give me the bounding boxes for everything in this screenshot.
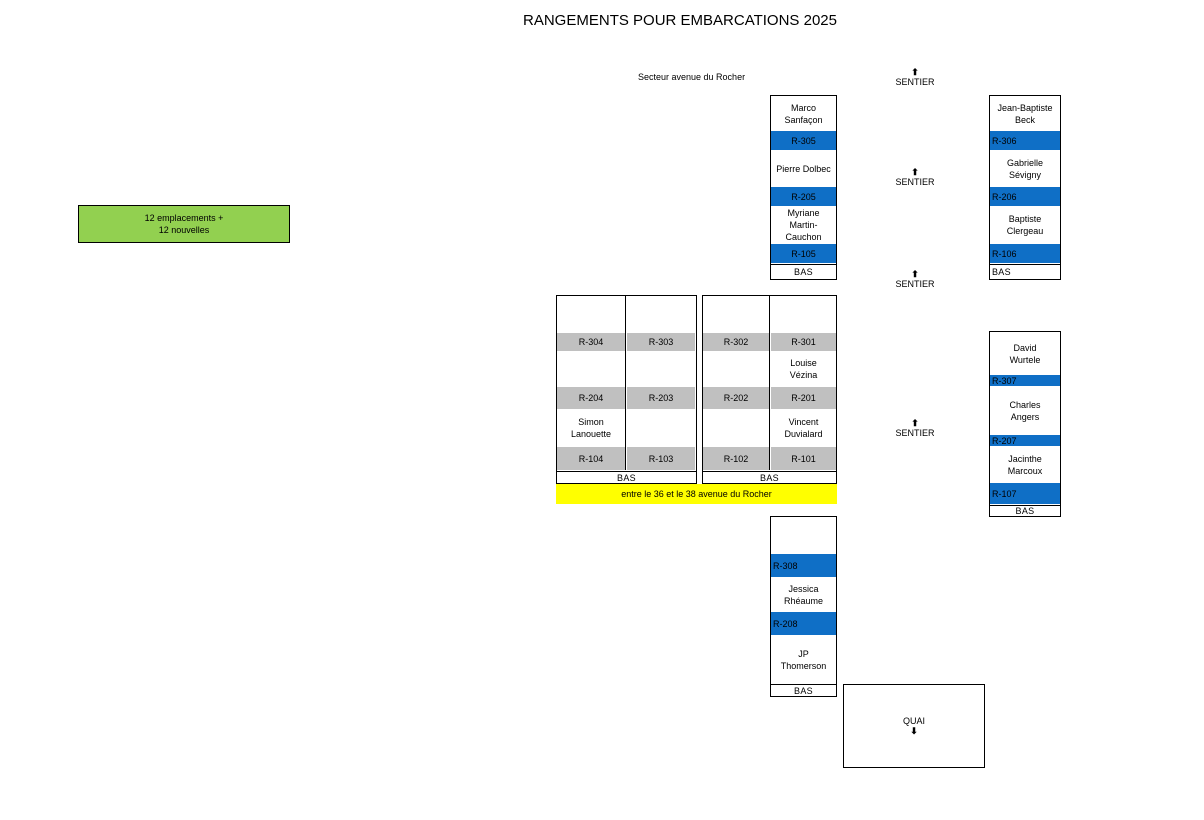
slot-name: JP Thomerson [780, 648, 827, 671]
slot-code: R-302 [703, 333, 769, 351]
bas-label: BAS [990, 505, 1060, 516]
down-arrow-icon: ⬇ [910, 726, 918, 736]
slot-code: R-304 [557, 333, 625, 351]
quai-box: QUAI ⬇ [843, 684, 985, 768]
bas-label: BAS [703, 471, 836, 483]
slot-name: David Wurtele [1009, 342, 1041, 365]
sentier-marker: ⬆ SENTIER [885, 269, 945, 289]
rack-bottom [770, 516, 837, 697]
slot-name: Simon Lanouette [570, 417, 612, 439]
sentier-marker: ⬆ SENTIER [885, 167, 945, 187]
bas-label: BAS [771, 264, 836, 278]
slot-code: R-208 [771, 612, 836, 635]
bas-label: BAS [771, 684, 836, 696]
slot-code: R-305 [771, 131, 836, 150]
slot-code: R-308 [771, 554, 836, 577]
sentier-label: SENTIER [895, 279, 935, 289]
slot-code: R-107 [990, 483, 1060, 504]
sentier-label: SENTIER [895, 177, 935, 187]
sentier-label: SENTIER [895, 428, 935, 438]
slot-code: R-301 [771, 333, 836, 351]
slot-name: Vincent Duvialard [784, 417, 823, 439]
slot-name: Louise Vézina [789, 358, 818, 380]
slot-code: R-106 [990, 244, 1060, 263]
slot-code: R-207 [990, 435, 1060, 446]
slot-code: R-102 [703, 447, 769, 470]
quai-label: QUAI [902, 716, 925, 726]
up-arrow-icon: ⬆ [911, 167, 919, 177]
slot-name: Marco Sanfaçon [784, 102, 823, 125]
up-arrow-icon: ⬆ [911, 67, 919, 77]
sentier-marker: ⬆ SENTIER [885, 418, 945, 438]
sector-label: Secteur avenue du Rocher [638, 72, 746, 82]
slot-code: R-205 [771, 187, 836, 206]
slot-code: R-307 [990, 375, 1060, 386]
slot-name: Pierre Dolbec [776, 163, 831, 174]
page-title: RANGEMENTS POUR EMBARCATIONS 2025 [523, 12, 837, 29]
green-note: 12 emplacements + 12 nouvelles [78, 205, 290, 243]
bas-label: BAS [990, 264, 1060, 278]
sentier-marker: ⬆ SENTIER [885, 67, 945, 87]
up-arrow-icon: ⬆ [911, 269, 919, 279]
slot-code: R-303 [627, 333, 695, 351]
slot-name: Gabrielle Sévigny [1006, 157, 1044, 180]
slot-name: Myriane Martin-Cauchon [785, 208, 822, 242]
bas-label: BAS [557, 471, 696, 483]
sentier-label: SENTIER [895, 77, 935, 87]
slot-code: R-204 [557, 387, 625, 409]
slot-code: R-105 [771, 244, 836, 263]
slot-code: R-103 [627, 447, 695, 470]
green-note-line2: 12 nouvelles [158, 225, 210, 235]
slot-code: R-203 [627, 387, 695, 409]
slot-code: R-101 [771, 447, 836, 470]
slot-code: R-202 [703, 387, 769, 409]
slot-name: Charles Angers [1009, 399, 1041, 422]
slot-name: Jean-Baptiste Beck [997, 102, 1053, 125]
slot-code: R-306 [990, 131, 1060, 150]
slot-code: R-206 [990, 187, 1060, 206]
slot-name: Jessica Rhéaume [783, 583, 824, 606]
slot-name [771, 518, 836, 553]
location-note: entre le 36 et le 38 avenue du Rocher [556, 484, 837, 504]
slot-name: Baptiste Clergeau [1006, 214, 1044, 236]
slot-name: Jacinthe Marcoux [1007, 453, 1043, 476]
up-arrow-icon: ⬆ [911, 418, 919, 428]
green-note-line1: 12 emplacements + [144, 213, 224, 223]
slot-code: R-201 [771, 387, 836, 409]
slot-code: R-104 [557, 447, 625, 470]
